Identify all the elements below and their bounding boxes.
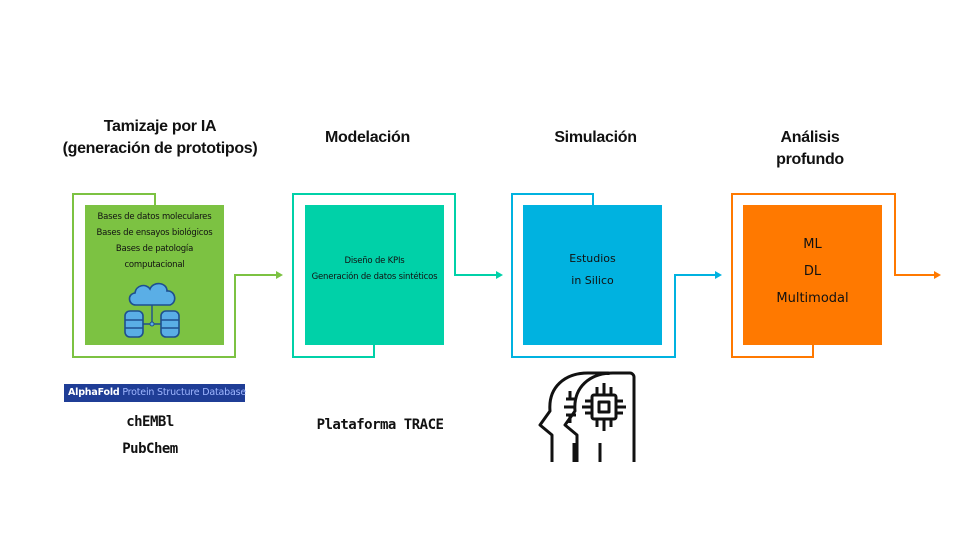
stage-2-line-1: Diseño de KPIs (344, 256, 405, 266)
stage-1-title-line-1: Tamizaje por IA (103, 118, 217, 135)
stage-4-title-line-2: profundo (776, 151, 844, 168)
stage-1-line-1: Bases de datos moleculares (97, 212, 212, 222)
stage-3-line-2: in Silico (571, 274, 614, 287)
stage-2-arrow-head-icon (496, 271, 503, 279)
stage-3-box: Estudios in Silico (523, 205, 662, 345)
stage-4-connector-line (731, 193, 935, 358)
stage-2-title-line-1: Modelación (324, 129, 410, 146)
stage-3-line-1: Estudios (569, 252, 616, 265)
tool-plataforma-trace: Plataforma TRACE (316, 417, 444, 433)
stage-2-box: Diseño de KPIs Generación de datos sinté… (305, 205, 444, 345)
stage-1-arrow-head-icon (276, 271, 283, 279)
stage-4-title-line-1: Análisis (780, 129, 840, 146)
stage-4-title: Análisis profundo (745, 127, 875, 171)
stage-1-line-3: Bases de patología computacional (115, 244, 194, 270)
stage-2-connector-line (292, 193, 497, 358)
stage-4-line-3: Multimodal (776, 290, 849, 306)
stage-2-title: Modelación (300, 127, 435, 149)
stage-3-arrow-head-icon (715, 271, 722, 279)
stage-1-title-line-2: (generación de prototipos) (62, 140, 258, 157)
alphafold-bold: AlphaFold (68, 387, 120, 398)
stage-3-title: Simulación (528, 127, 663, 149)
stage-1-connector-line (72, 193, 277, 358)
stage-3-connector-line (511, 193, 716, 358)
stage-1-box: Bases de datos moleculares Bases de ensa… (85, 205, 224, 345)
tool-chembl: chEMBl (126, 414, 174, 430)
stage-4-line-2: DL (803, 263, 822, 279)
tool-pubchem: PubChem (122, 441, 178, 457)
stage-3-title-line-1: Simulación (554, 129, 637, 146)
stage-4-arrow-head-icon (934, 271, 941, 279)
stage-4-line-1: ML (803, 236, 822, 252)
alphafold-rest: Protein Structure Database (122, 387, 246, 398)
alphafold-logo: AlphaFold Protein Structure Database (64, 384, 246, 402)
stage-1-line-2: Bases de ensayos biológicos (96, 228, 213, 238)
ai-heads-chip-icon (538, 371, 636, 462)
stage-4-box: ML DL Multimodal (743, 205, 882, 345)
cloud-database-icon (123, 282, 180, 338)
stage-2-line-2: Generación de datos sintéticos (311, 272, 438, 282)
stage-1-title: Tamizaje por IA (generación de prototipo… (50, 116, 270, 160)
